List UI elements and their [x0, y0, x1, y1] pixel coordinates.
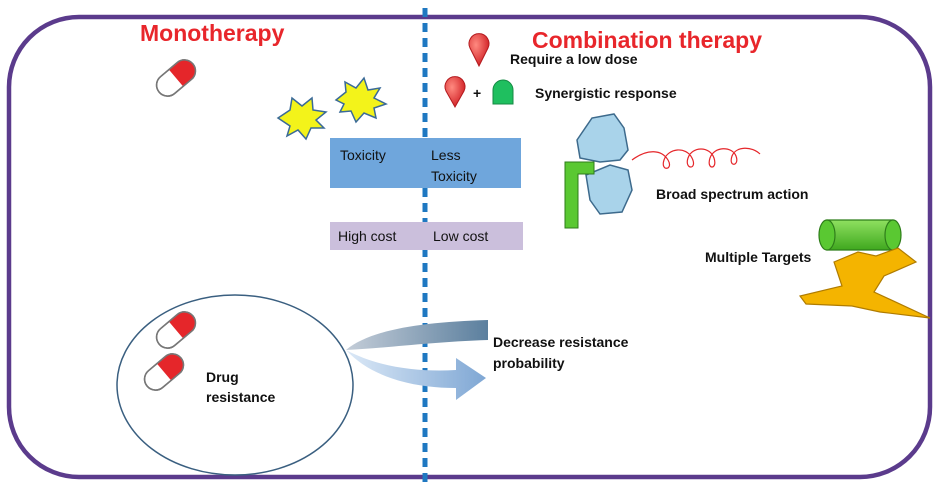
drug-resistance-label-line2: resistance: [206, 389, 275, 405]
cost-bar: [330, 222, 523, 250]
less-toxicity-label-line1: Less: [431, 147, 461, 163]
broad-spectrum-label: Broad spectrum action: [656, 186, 808, 202]
toxicity-bar: [330, 138, 521, 188]
toxicity-label: Toxicity: [340, 147, 386, 163]
monotherapy-title: Monotherapy: [140, 20, 285, 46]
synergistic-response-label: Synergistic response: [535, 85, 677, 101]
combination-therapy-title: Combination therapy: [532, 27, 762, 53]
high-cost-label: High cost: [338, 228, 396, 244]
low-dose-label: Require a low dose: [510, 51, 638, 67]
starburst-icon: [276, 96, 328, 141]
receptor-icon: [564, 113, 761, 229]
decrease-resistance-label-line1: Decrease resistance: [493, 334, 629, 350]
capsule-icon: [143, 353, 185, 391]
multiple-targets-icon: [798, 219, 931, 319]
less-toxicity-label-line2: Toxicity: [431, 168, 477, 184]
outer-frame: [6, 14, 933, 480]
plus-sign: +: [473, 85, 481, 101]
low-dose-pill-icon: [468, 33, 490, 68]
low-cost-label: Low cost: [433, 228, 488, 244]
curved-arrow-icon: [346, 320, 488, 400]
green-drug-icon: [492, 79, 514, 105]
drug-resistance-label-line1: Drug: [206, 369, 239, 385]
red-drug-icon: [444, 76, 466, 109]
capsule-icon: [155, 59, 197, 97]
decrease-resistance-label-line2: probability: [493, 355, 565, 371]
capsule-icon: [155, 311, 197, 349]
multiple-targets-label: Multiple Targets: [705, 249, 812, 265]
starburst-icon: [334, 76, 388, 124]
